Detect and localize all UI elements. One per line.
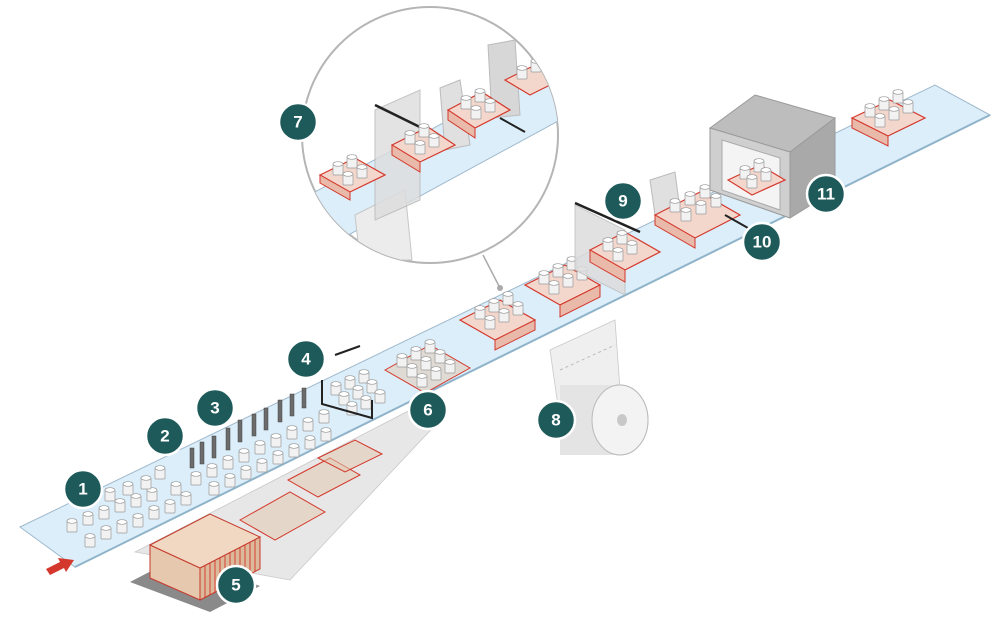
callout-10: 10 (741, 221, 783, 263)
shrink-tunnel-icon (708, 94, 837, 219)
callout-5-label: 5 (231, 576, 240, 595)
callout-1-label: 1 (78, 480, 87, 499)
callout-9-label: 9 (618, 192, 627, 211)
callout-6: 6 (407, 389, 449, 431)
callout-7: 7 (277, 101, 319, 143)
callout-7-label: 7 (293, 113, 302, 132)
callout-11: 11 (805, 173, 847, 215)
callout-9: 9 (602, 180, 644, 222)
film-perforation (559, 344, 616, 371)
grouping-bracket (321, 380, 373, 420)
callout-2-label: 2 (160, 427, 169, 446)
lane-divider-group (189, 387, 307, 469)
callout-5: 5 (215, 564, 257, 606)
magnified-detail (301, 6, 559, 264)
callout-8: 8 (535, 399, 577, 441)
magnifier-leader (482, 254, 501, 289)
tray-pack-1 (458, 291, 537, 351)
tray-blanks-on-chute (238, 439, 384, 541)
callout-3: 3 (194, 387, 236, 429)
callout-2: 2 (144, 415, 186, 457)
blank-magazine (148, 513, 262, 601)
tray-forming-station (383, 339, 472, 394)
film-roll-icon (560, 384, 649, 456)
grouping-bar (334, 345, 361, 356)
wrapped-pack (649, 171, 749, 249)
magnifier-anchor (497, 285, 503, 291)
infeed-arrow-icon (46, 558, 74, 575)
film-wrapping-station (574, 201, 662, 296)
callout-10-label: 10 (753, 233, 772, 252)
callout-3-label: 3 (210, 399, 219, 418)
callout-8-label: 8 (551, 411, 560, 430)
callout-4: 4 (285, 338, 327, 380)
callout-6-label: 6 (423, 401, 432, 420)
callout-4-label: 4 (301, 350, 311, 369)
callout-11-label: 11 (817, 185, 835, 204)
callout-1: 1 (62, 468, 104, 510)
finished-pack (850, 89, 927, 147)
tray-pack-2 (523, 256, 602, 318)
